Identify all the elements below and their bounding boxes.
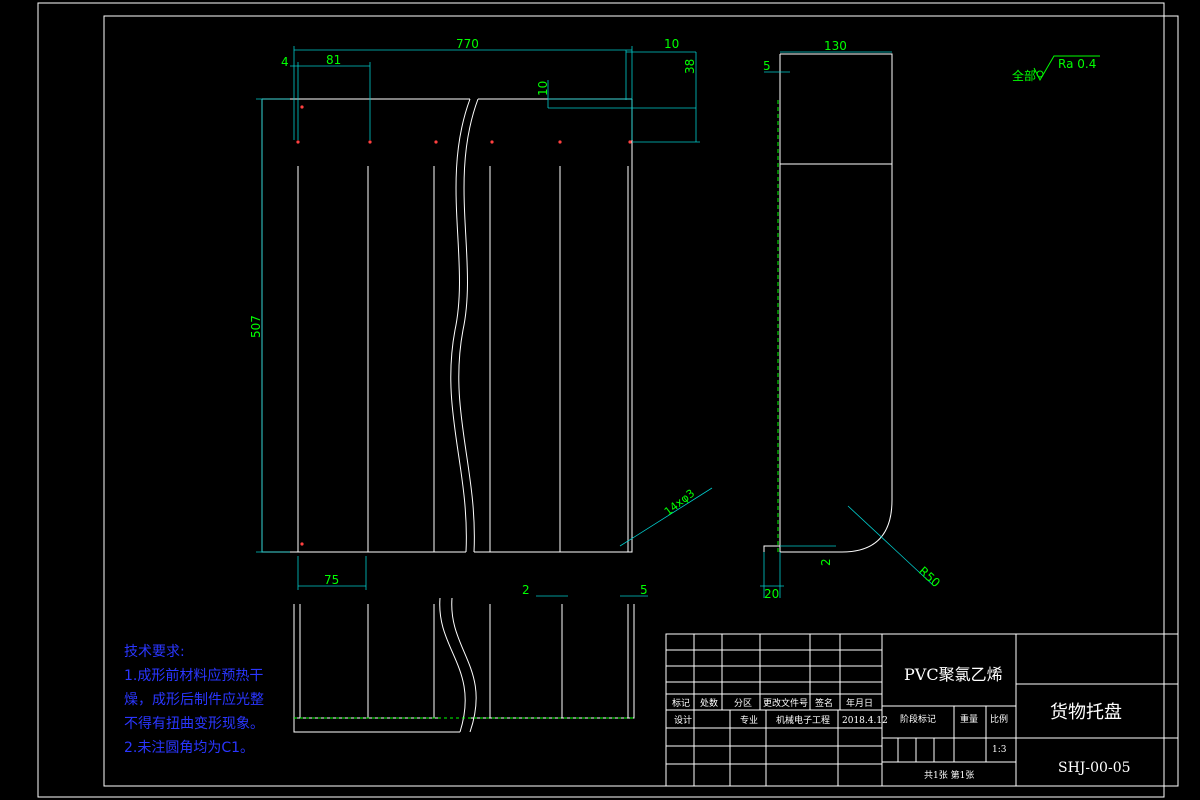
leader-holes — [619, 487, 713, 547]
bottom-outline-right — [468, 604, 635, 719]
notes-title: 技术要求: — [124, 644, 185, 660]
tb-header-zone: 分区 — [734, 698, 752, 709]
break-line-1 — [450, 98, 471, 553]
dim-770: 770 — [456, 37, 479, 51]
hole-mark — [434, 140, 438, 144]
roughness-symbol: 全部 Ra 0.4 — [1012, 55, 1100, 83]
tb-stage: 阶段标记 — [900, 713, 936, 725]
bottom-dimensions — [297, 556, 648, 597]
dim-75: 75 — [324, 573, 339, 587]
front-dimensions — [256, 46, 713, 553]
hole-markers — [296, 105, 632, 546]
hole-mark — [300, 542, 304, 546]
side-foot — [763, 545, 780, 552]
dim-holes: 14xφ3 — [662, 487, 697, 519]
break-line-2 — [458, 98, 479, 553]
side-view — [763, 53, 893, 553]
side-outline — [780, 164, 893, 553]
hole-mark — [558, 140, 562, 144]
dim-130: 130 — [824, 39, 847, 53]
roughness-prefix: 全部 — [1012, 68, 1036, 83]
dim-507: 507 — [249, 315, 263, 338]
bottom-break-1 — [439, 597, 466, 733]
hole-mark — [300, 105, 304, 109]
dim-10-right: 10 — [664, 37, 679, 51]
tb-date: 2018.4.12 — [842, 716, 888, 726]
dim-10-lip: 10 — [536, 81, 550, 96]
side-top-lip — [780, 53, 893, 164]
hole-mark — [490, 140, 494, 144]
side-dimensions — [760, 51, 935, 598]
front-view — [261, 98, 633, 553]
note-line: 2.未注圆角均为C1。 — [124, 740, 255, 756]
dim-5-side: 5 — [763, 59, 771, 73]
leader-r50 — [847, 505, 935, 587]
outer-border — [37, 2, 1165, 798]
bottom-view — [293, 597, 635, 733]
tb-drawing-no: SHJ-00-05 — [1058, 760, 1131, 776]
tb-part-name: 货物托盘 — [1050, 702, 1122, 723]
roughness-value: Ra 0.4 — [1058, 57, 1096, 71]
bottom-outline-left — [293, 604, 460, 733]
dim-81: 81 — [326, 53, 341, 67]
dim-r50: R50 — [916, 564, 943, 590]
bottom-break-2 — [451, 597, 477, 733]
tb-header-mark: 标记 — [672, 697, 690, 709]
dim-5: 5 — [640, 583, 648, 597]
tb-major-label: 专业 — [740, 714, 758, 726]
tb-weight: 重量 — [960, 713, 978, 725]
tb-header-count: 处数 — [700, 697, 718, 709]
hole-mark — [296, 140, 300, 144]
title-block — [665, 633, 1179, 787]
note-line: 1.成形前材料应预热干 — [124, 668, 264, 684]
dim-4: 4 — [281, 55, 289, 69]
hole-mark — [628, 140, 632, 144]
inner-border — [103, 15, 1179, 787]
hole-mark — [368, 140, 372, 144]
front-outline-right — [474, 99, 633, 553]
tb-header-change: 更改文件号 — [763, 697, 808, 709]
dim-38: 38 — [683, 59, 697, 74]
tb-header-sign: 签名 — [815, 697, 833, 709]
technical-requirements: 技术要求: 1.成形前材料应预热干 燥，成形后制件应光整 不得有扭曲变形现象。 … — [124, 640, 264, 760]
tb-scale: 1:3 — [992, 745, 1007, 755]
dim-2: 2 — [522, 583, 530, 597]
tb-header-date: 年月日 — [846, 697, 873, 709]
dim-20: 20 — [764, 587, 779, 601]
dim-2-side: 2 — [819, 558, 833, 566]
front-outline-left — [261, 99, 466, 553]
tb-material: PVC聚氯乙烯 — [904, 665, 1003, 684]
tb-major-value: 机械电子工程 — [776, 714, 830, 726]
tb-design-label: 设计 — [674, 714, 692, 726]
tb-scale-label: 比例 — [990, 713, 1008, 725]
note-line: 不得有扭曲变形现象。 — [124, 716, 264, 732]
note-line: 燥，成形后制件应光整 — [124, 692, 264, 708]
tb-sheets: 共1张 第1张 — [924, 769, 974, 781]
roughness-circle-icon — [1036, 70, 1044, 78]
